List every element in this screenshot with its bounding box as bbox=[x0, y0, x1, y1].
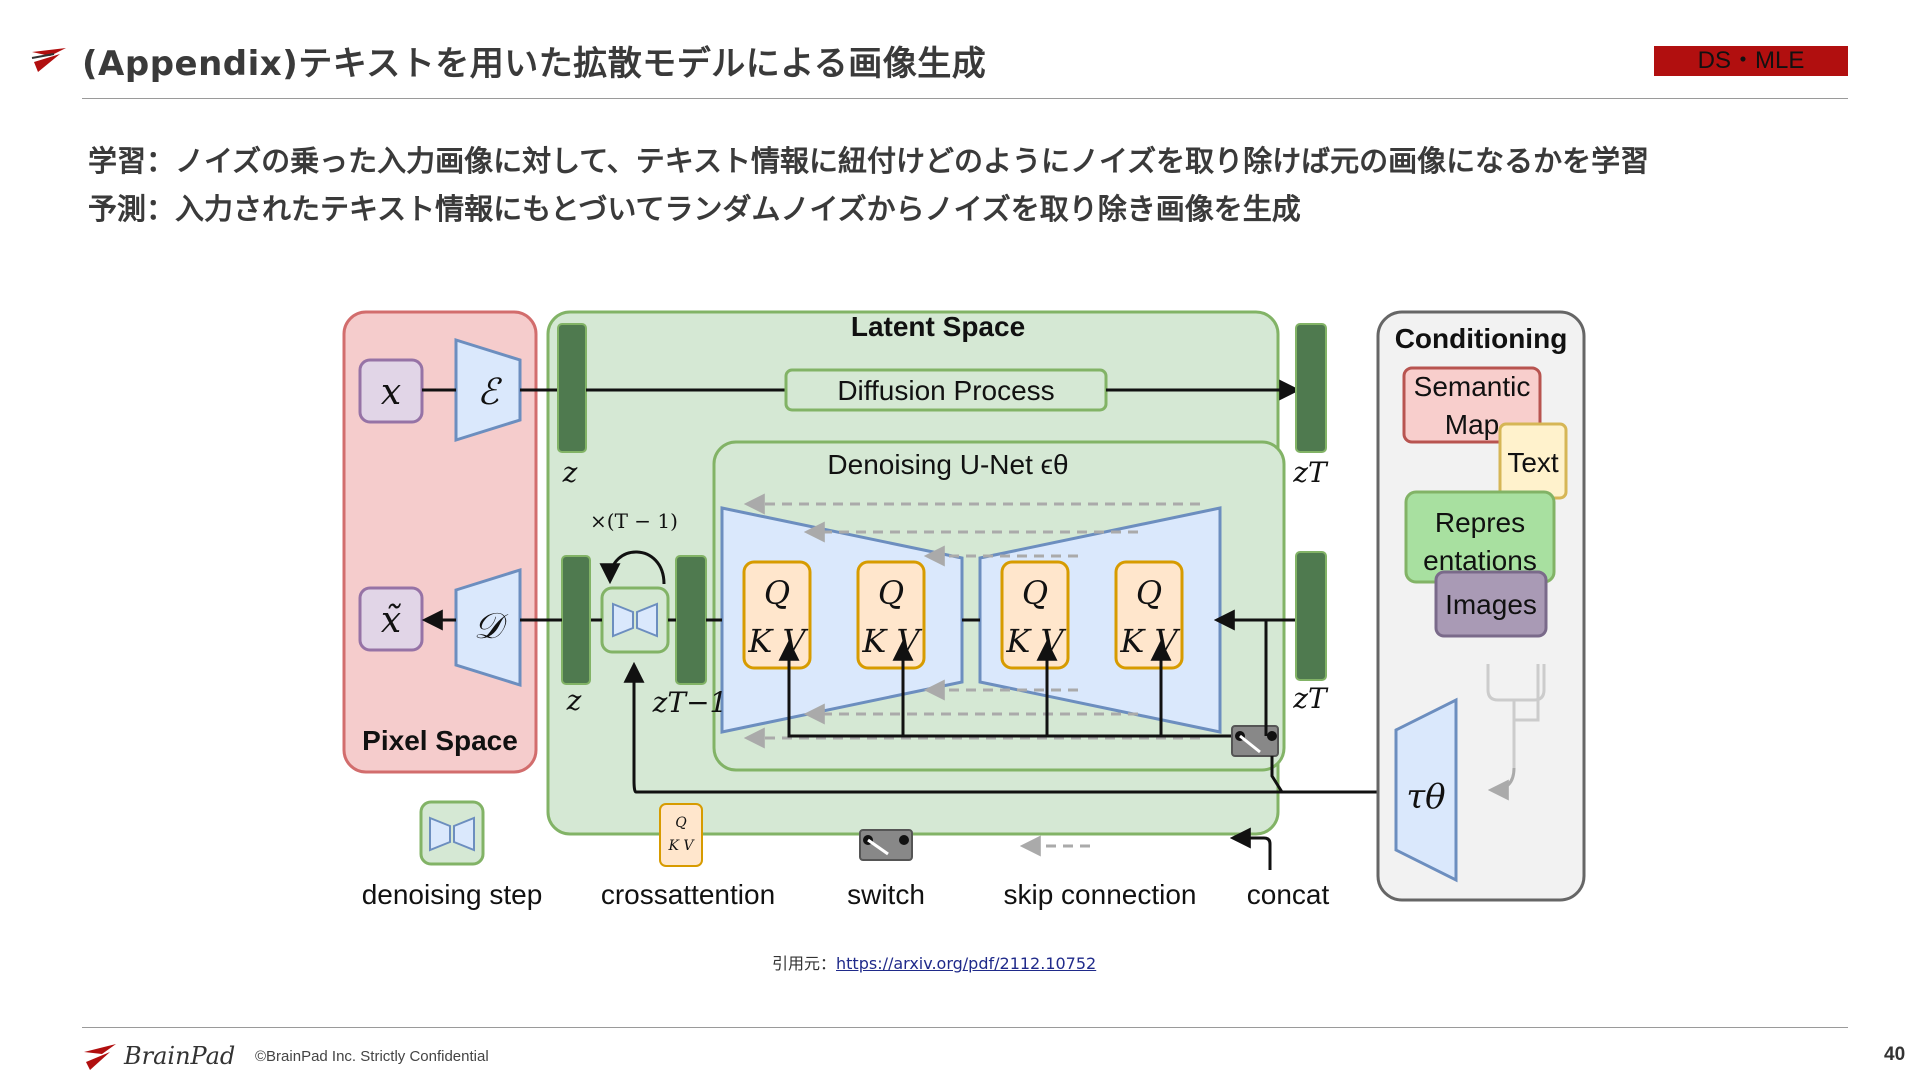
footer-divider bbox=[82, 1027, 1848, 1028]
crossattention-block-1: Q K V bbox=[742, 560, 812, 670]
tau-symbol: τθ bbox=[1406, 777, 1445, 817]
legend-crossattention: crossattention bbox=[601, 879, 775, 910]
svg-text:Q: Q bbox=[1022, 574, 1048, 612]
zt-label-top: zT bbox=[1292, 456, 1329, 489]
legend-switch-icon bbox=[859, 829, 913, 861]
z-latent-bar-top bbox=[557, 323, 587, 453]
zt-latent-bar-bottom bbox=[1295, 551, 1327, 681]
svg-text:K V: K V bbox=[861, 622, 922, 660]
zt-label-bottom: zT bbox=[1292, 682, 1329, 715]
pixel-space-label: Pixel Space bbox=[362, 725, 518, 756]
legend-switch: switch bbox=[847, 879, 925, 910]
legend-concat-icon bbox=[1229, 827, 1272, 870]
svg-text:Q: Q bbox=[878, 574, 904, 612]
encoder-shape bbox=[454, 337, 522, 443]
legend-concat: concat bbox=[1247, 879, 1330, 910]
diffusion-process-label: Diffusion Process bbox=[837, 375, 1054, 406]
text-label: Text bbox=[1507, 447, 1559, 478]
copyright-text: ©BrainPad Inc. Strictly Confidential bbox=[255, 1048, 489, 1065]
unet-label: Denoising U-Net ϵθ bbox=[827, 449, 1068, 480]
zt1-latent-bar bbox=[675, 555, 707, 685]
tau-encoder-shape bbox=[1394, 697, 1458, 883]
encoder-symbol: ℰ bbox=[477, 372, 502, 413]
denoising-step-icon bbox=[600, 586, 670, 654]
svg-text:K V: K V bbox=[747, 622, 808, 660]
department-badge: DS・MLE bbox=[1654, 46, 1848, 76]
training-description: 学習：ノイズの乗った入力画像に対して、テキスト情報に紐付けどのようにノイズを取り… bbox=[88, 144, 1650, 178]
legend-kv: K V bbox=[667, 838, 695, 854]
svg-text:K V: K V bbox=[1005, 622, 1066, 660]
page-number: 40 bbox=[1884, 1044, 1906, 1065]
citation-link[interactable]: https://arxiv.org/pdf/2112.10752 bbox=[836, 954, 1097, 973]
z-label-top: z bbox=[562, 456, 578, 489]
switch-element bbox=[1231, 725, 1279, 757]
representations-label-1: Repres bbox=[1435, 507, 1525, 538]
z-label-bottom: z bbox=[566, 684, 582, 717]
images-label: Images bbox=[1445, 589, 1537, 620]
crossattention-block-4: Q K V bbox=[1114, 560, 1184, 670]
conditioning-label: Conditioning bbox=[1395, 323, 1568, 354]
legend-skip-connection: skip connection bbox=[1003, 879, 1196, 910]
svg-text:Q: Q bbox=[764, 574, 790, 612]
latent-space-label: Latent Space bbox=[851, 311, 1025, 342]
x-symbol: x bbox=[381, 372, 401, 413]
prediction-description: 予測：入力されたテキスト情報にもとづいてランダムノイズからノイズを取り除き画像を… bbox=[88, 192, 1301, 226]
brainpad-logo-text: BrainPad bbox=[123, 1042, 235, 1070]
svg-text:Q: Q bbox=[1136, 574, 1162, 612]
zt-latent-bar-top bbox=[1295, 323, 1327, 453]
page-title: (Appendix)テキストを用いた拡散モデルによる画像生成 bbox=[82, 44, 987, 84]
latent-diffusion-diagram: Pixel Space x ℰ x̃ 𝒟 Latent Space z Diff… bbox=[342, 310, 1586, 910]
zt1-label: zT−1 bbox=[652, 686, 728, 719]
brainpad-mark-icon bbox=[31, 48, 66, 72]
legend-q: Q bbox=[675, 815, 687, 831]
header-divider bbox=[82, 98, 1848, 99]
citation: 引用元：https://arxiv.org/pdf/2112.10752 bbox=[772, 950, 1096, 974]
crossattention-block-3: Q K V bbox=[1000, 560, 1070, 670]
citation-prefix: 引用元： bbox=[772, 954, 837, 973]
repeat-label: ×(T − 1) bbox=[590, 509, 678, 533]
z-latent-bar-bottom bbox=[561, 555, 591, 685]
crossattention-block-2: Q K V bbox=[856, 560, 926, 670]
images-box bbox=[1434, 570, 1548, 638]
semantic-map-label-2: Map bbox=[1445, 409, 1499, 440]
legend-denoising-step: denoising step bbox=[362, 879, 543, 910]
brainpad-logo: BrainPad bbox=[84, 1042, 235, 1070]
legend-denoising-icon bbox=[419, 800, 485, 866]
decoder-shape bbox=[454, 567, 522, 688]
legend-crossattention-icon bbox=[659, 803, 703, 867]
svg-text:K V: K V bbox=[1119, 622, 1180, 660]
semantic-map-label-1: Semantic bbox=[1414, 371, 1531, 402]
x-tilde-symbol: x̃ bbox=[381, 600, 401, 641]
